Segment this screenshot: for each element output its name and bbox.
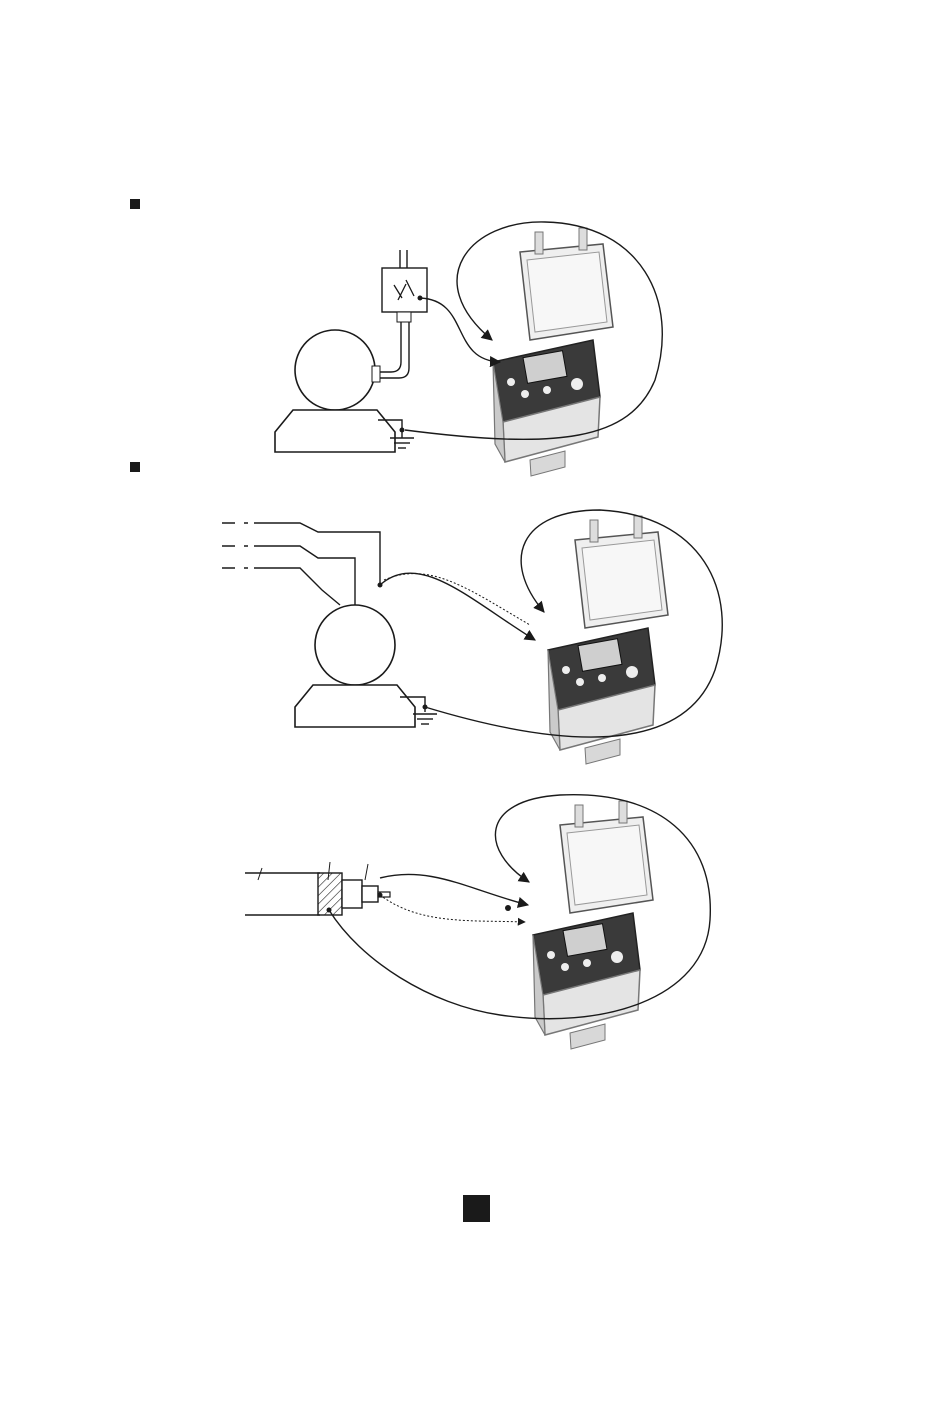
- diagram-shielded-cable: [245, 795, 710, 1049]
- page-number-block-icon: [463, 1195, 490, 1222]
- diagram-motor-three-phase: [222, 510, 722, 764]
- diagram-motor-via-switch: [275, 222, 662, 476]
